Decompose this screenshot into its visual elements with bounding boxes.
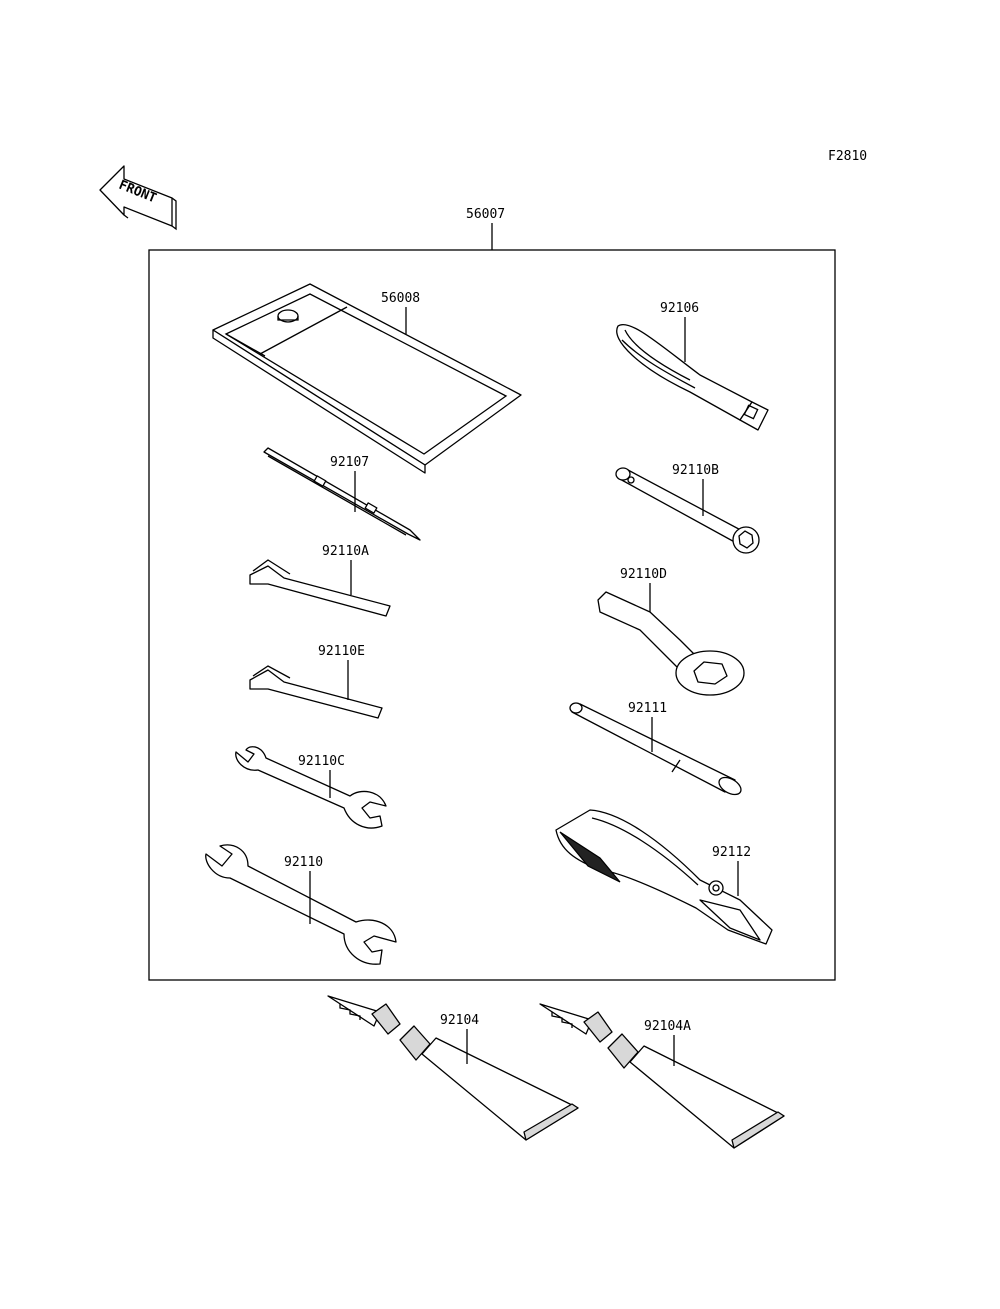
box-wrench-b <box>615 467 760 554</box>
part-label-92112: 92112 <box>712 845 751 860</box>
part-label-92111: 92111 <box>628 701 667 716</box>
screwdriver-handle <box>616 324 769 431</box>
screwdriver-bit <box>263 447 421 541</box>
part-label-92110D: 92110D <box>620 567 667 582</box>
part-label-92110B: 92110B <box>672 463 719 478</box>
part-label-92110: 92110 <box>284 855 323 870</box>
part-label-92110E: 92110E <box>318 644 365 659</box>
figure-code: F2810 <box>828 149 867 164</box>
open-wrench <box>205 844 397 965</box>
part-label-92104A: 92104A <box>644 1019 691 1034</box>
grease-tube-a <box>539 1003 785 1149</box>
part-label-92104: 92104 <box>440 1013 479 1028</box>
part-label-56007: 56007 <box>466 207 505 222</box>
front-arrow-icon: FRONT <box>99 165 177 231</box>
pliers <box>555 809 773 945</box>
part-label-92107: 92107 <box>330 455 369 470</box>
part-label-92110A: 92110A <box>322 544 369 559</box>
extension-bar <box>569 702 742 796</box>
grease-tube <box>327 995 579 1141</box>
hex-wrench-a <box>249 559 391 617</box>
part-label-92110C: 92110C <box>298 754 345 769</box>
ring-wrench-d <box>597 591 745 696</box>
open-wrench-c <box>235 746 387 829</box>
tool-case <box>212 283 522 474</box>
part-label-92106: 92106 <box>660 301 699 316</box>
part-label-56008: 56008 <box>381 291 420 306</box>
hex-wrench-e <box>249 665 383 719</box>
tool-kit-box <box>148 249 836 981</box>
